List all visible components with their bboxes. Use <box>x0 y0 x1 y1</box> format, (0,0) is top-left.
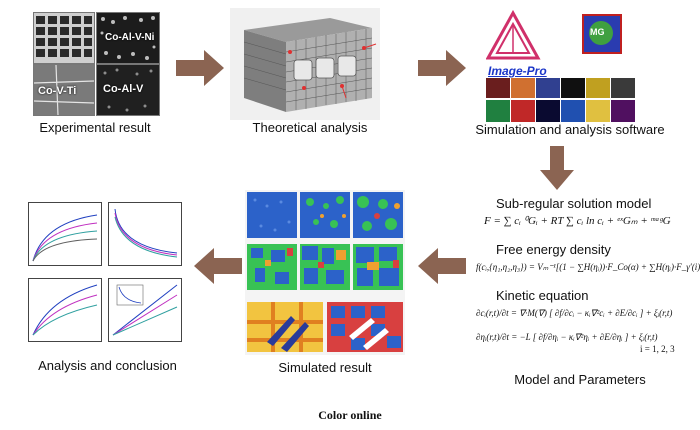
caption-theoretical-analysis: Theoretical analysis <box>252 120 368 135</box>
equation-free-energy-density: f(cᵢ,{η₁,η₂,η₃}) = Vₘ⁻¹[(1 − ∑H(ηᵢ))·F_C… <box>476 262 700 272</box>
thumb-9 <box>536 100 560 122</box>
footer-color-online: Color online <box>318 408 382 422</box>
thumb-2 <box>511 78 535 98</box>
thumb-1 <box>486 78 510 98</box>
sim-tile-3 <box>353 192 403 238</box>
sim-tile-4 <box>247 244 297 290</box>
arrow-down-icon <box>540 146 574 190</box>
dot-texture-icon <box>100 16 156 60</box>
software-panel: MG Image-Pro <box>486 10 636 122</box>
curve-growth-icon <box>32 284 98 336</box>
arrow-left-icon <box>194 248 242 284</box>
curve-decay-icon <box>114 208 178 258</box>
sim-texture-icon <box>306 196 346 228</box>
thumb-4 <box>561 78 585 98</box>
model-parameters-panel: Sub-regular solution model F = ∑ cᵢ ⁰Gᵢ … <box>474 196 700 374</box>
mg-logo-circle <box>589 21 613 45</box>
micrograph-co-v-ti: Co-V-Ti <box>33 64 95 116</box>
thumb-10 <box>561 100 585 122</box>
micro-label-co-al-v: Co-Al-V <box>103 83 144 95</box>
sim-crack-texture-icon <box>327 302 403 352</box>
plot-a <box>28 202 102 266</box>
sim-tile-6 <box>353 244 403 290</box>
equation-allen-cahn: ∂ηᵢ(r,t)/∂t = −L [ ∂f/∂ηᵢ − κᵢ∇²ηᵢ + ∂E/… <box>476 332 658 342</box>
plot-b <box>108 202 182 266</box>
caption-model-parameters: Model and Parameters <box>514 372 646 387</box>
grid-texture-icon <box>34 13 94 63</box>
simulated-result-panel <box>245 190 405 355</box>
caption-experimental-result: Experimental result <box>39 120 151 135</box>
thumb-11 <box>586 100 610 122</box>
sim-tile-1 <box>247 192 297 238</box>
sim-texture-icon <box>251 248 293 284</box>
sim-tile-7 <box>247 302 323 352</box>
sim-tile-5 <box>300 244 350 290</box>
thumb-3 <box>536 78 560 98</box>
theoretical-analysis-panel <box>230 8 380 120</box>
caption-simulated-result: Simulated result <box>278 360 372 375</box>
thumb-8 <box>511 100 535 122</box>
plot-c <box>28 278 102 342</box>
heading-sub-regular-model: Sub-regular solution model <box>496 196 652 211</box>
analysis-plots <box>28 202 183 352</box>
arrow-right-icon <box>418 50 466 86</box>
sim-texture-icon <box>302 246 346 284</box>
thumb-6 <box>611 78 635 98</box>
micrograph-co-al-v: Co-Al-V <box>96 64 160 116</box>
grain-texture-icon <box>34 65 94 115</box>
curve-linear-icon <box>112 284 178 336</box>
mg-logo-text: MG <box>590 27 605 37</box>
caption-analysis-conclusion: Analysis and conclusion <box>38 358 177 373</box>
micrograph-grid <box>33 12 95 64</box>
arrow-left-icon <box>418 248 466 284</box>
sim-tile-8 <box>327 302 403 352</box>
thermo-calc-logo-icon <box>486 10 541 60</box>
curve-saturating-icon <box>32 214 98 262</box>
thumb-12 <box>611 100 635 122</box>
image-pro-logo: Image-Pro <box>488 64 547 78</box>
heading-kinetic-equation: Kinetic equation <box>496 288 589 303</box>
sim-texture-icon <box>253 198 291 232</box>
equation-cahn-hilliard: ∂cᵢ(r,t)/∂t = ∇·M(∇) [ ∂f/∂cᵢ − κᵢ∇²cᵢ +… <box>476 308 673 318</box>
equation-index-range: i = 1, 2, 3 <box>640 344 675 354</box>
speckle-texture-icon <box>103 68 153 112</box>
thumb-5 <box>586 78 610 98</box>
micro-label-co-al-v-ni: Co-Al-V-Ni <box>105 32 155 43</box>
software-thumbnails <box>486 78 636 122</box>
plot-d <box>108 278 182 342</box>
sim-tile-2 <box>300 192 350 238</box>
sim-texture-icon <box>357 196 400 231</box>
thumb-7 <box>486 100 510 122</box>
mesh-block-icon <box>230 8 380 120</box>
sim-crack-texture-icon <box>247 302 323 352</box>
arrow-right-icon <box>176 50 224 86</box>
experimental-result-panel: Co-Al-V-Ni Co-V-Ti Co-Al-V <box>33 12 160 116</box>
mg-logo-icon: MG <box>582 14 622 54</box>
micro-label-co-v-ti: Co-V-Ti <box>38 85 77 97</box>
sim-texture-icon <box>356 247 399 286</box>
heading-free-energy-density: Free energy density <box>496 242 611 257</box>
equation-gibbs-energy: F = ∑ cᵢ ⁰Gᵢ + RT ∑ cᵢ ln cᵢ + ᵉˣGₘ + ᵐᵃ… <box>484 215 671 227</box>
micrograph-co-al-v-ni: Co-Al-V-Ni <box>96 12 160 64</box>
caption-simulation-software: Simulation and analysis software <box>475 122 665 137</box>
